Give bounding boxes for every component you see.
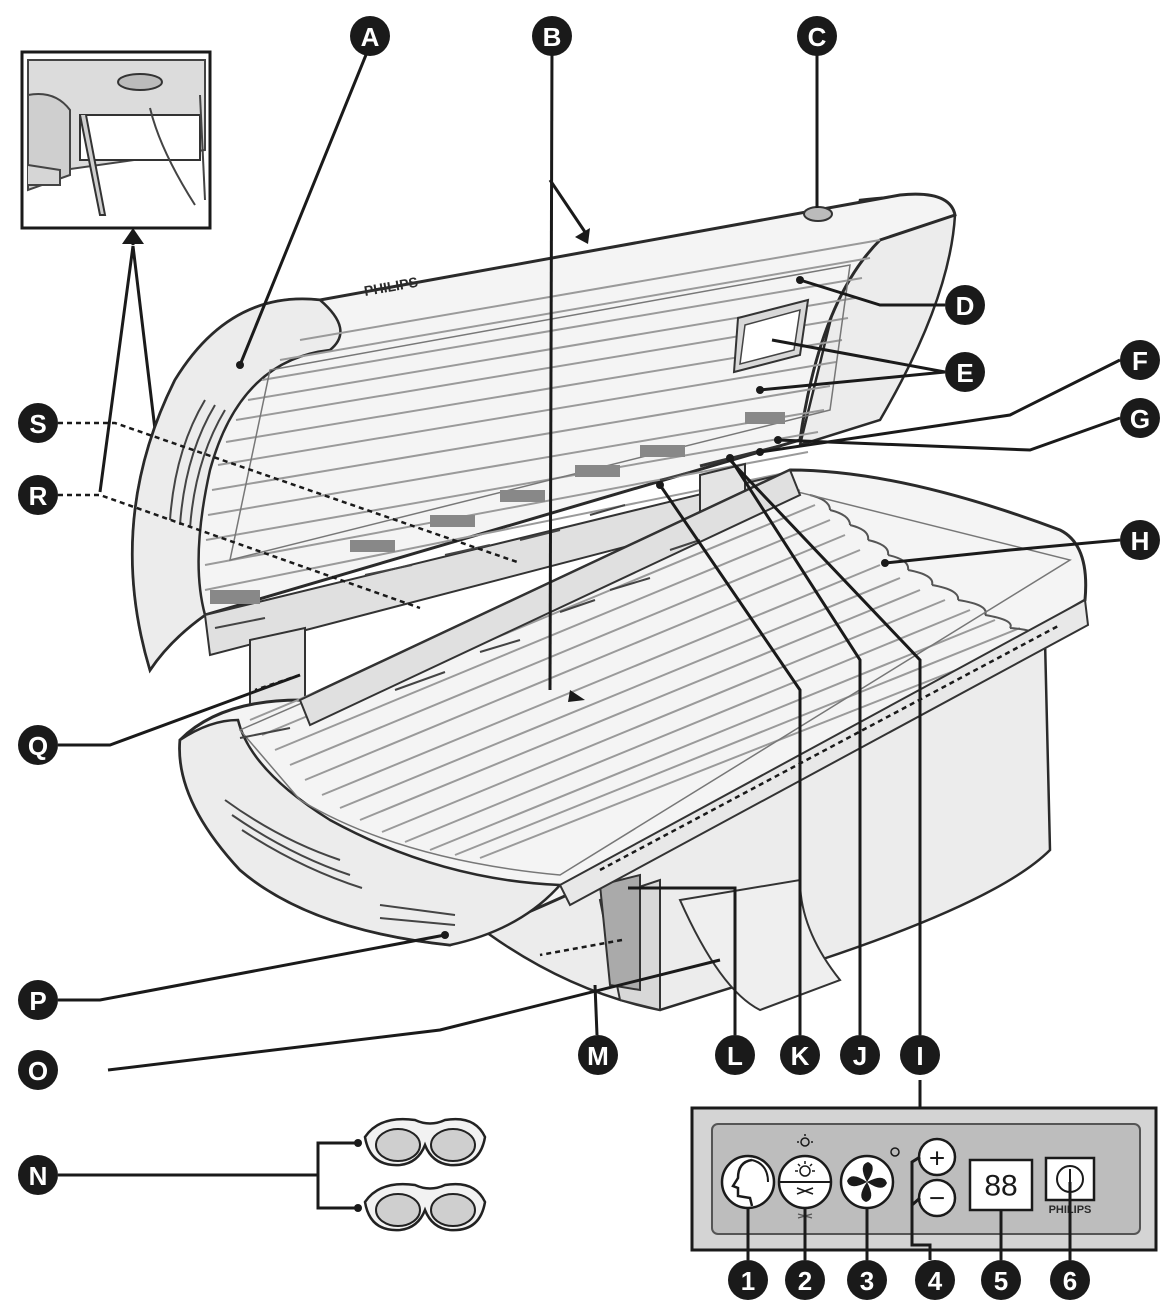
callout-5: 5 <box>981 1260 1021 1300</box>
minus-button[interactable]: − <box>917 1178 957 1218</box>
callout-g-label: G <box>1130 404 1150 434</box>
leader-lines <box>58 44 1121 1212</box>
callout-j: J <box>840 1035 880 1075</box>
callout-d: D <box>945 285 985 325</box>
callout-c-label: C <box>808 22 827 52</box>
time-display: 88 <box>968 1158 1034 1212</box>
callout-h: H <box>1120 520 1160 560</box>
callout-q-label: Q <box>28 731 48 761</box>
callout-5-label: 5 <box>994 1266 1008 1296</box>
face-tanner-icon[interactable] <box>720 1154 776 1210</box>
minus-icon: − <box>929 1183 945 1214</box>
goggles-icon <box>363 1117 487 1232</box>
callout-3-label: 3 <box>860 1266 874 1296</box>
sun-toggle-icon[interactable] <box>777 1134 833 1219</box>
callout-l: L <box>715 1035 755 1075</box>
callout-m: M <box>578 1035 618 1075</box>
callout-m-label: M <box>587 1041 609 1071</box>
bed-vents <box>239 539 701 739</box>
callout-k-label: K <box>791 1041 810 1071</box>
callout-4: 4 <box>915 1260 955 1300</box>
callout-e-label: E <box>956 358 973 388</box>
callout-j-label: J <box>853 1041 867 1071</box>
callout-1-label: 1 <box>741 1266 755 1296</box>
callout-i-label: I <box>916 1041 923 1071</box>
callout-k: K <box>780 1035 820 1075</box>
callout-n-label: N <box>29 1161 48 1191</box>
callout-e: E <box>945 352 985 392</box>
plus-button[interactable]: + <box>917 1137 957 1177</box>
callout-r: R <box>18 475 58 515</box>
bed-end-vents <box>224 799 456 926</box>
plus-icon: + <box>929 1143 945 1174</box>
canopy-vents <box>210 412 785 629</box>
callout-q: Q <box>18 725 58 765</box>
callout-l-label: L <box>727 1041 743 1071</box>
callout-s: S <box>18 403 58 443</box>
callout-p: P <box>18 980 58 1020</box>
callout-2-label: 2 <box>798 1266 812 1296</box>
display-digits: 88 <box>984 1170 1017 1203</box>
control-panel: + − 88 PHILIPS <box>690 1106 1158 1260</box>
callout-f: F <box>1120 340 1160 380</box>
callout-6: 6 <box>1050 1260 1090 1300</box>
callout-a-label: A <box>361 22 380 52</box>
callout-b-label: B <box>543 22 562 52</box>
callout-1: 1 <box>728 1260 768 1300</box>
callouts: A B C D E F G H I J K L M N O P Q R S 1 … <box>18 16 1160 1300</box>
callout-h-label: H <box>1131 526 1150 556</box>
callout-4-label: 4 <box>928 1266 943 1296</box>
callout-2: 2 <box>785 1260 825 1300</box>
inset-detail <box>20 50 212 230</box>
callout-3: 3 <box>847 1260 887 1300</box>
fan-icon[interactable] <box>839 1147 900 1210</box>
callout-6-label: 6 <box>1063 1266 1077 1296</box>
callout-n: N <box>18 1155 58 1195</box>
callout-r-label: R <box>29 481 48 511</box>
callout-c: C <box>797 16 837 56</box>
callout-b: B <box>532 16 572 56</box>
callout-d-label: D <box>956 291 975 321</box>
callout-f-label: F <box>1132 346 1148 376</box>
callout-i: I <box>900 1035 940 1075</box>
callout-g: G <box>1120 398 1160 438</box>
callout-o: O <box>18 1050 58 1090</box>
callout-s-label: S <box>29 409 46 439</box>
callout-o-label: O <box>28 1056 48 1086</box>
callout-p-label: P <box>29 986 46 1016</box>
callout-a: A <box>350 16 390 56</box>
